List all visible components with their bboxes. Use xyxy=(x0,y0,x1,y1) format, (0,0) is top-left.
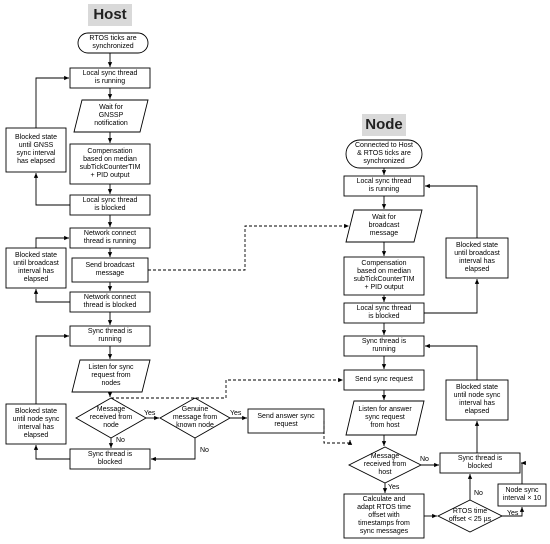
conn-host-9 xyxy=(33,289,70,303)
node-header: Node xyxy=(362,114,406,136)
edge-label-yes: Yes xyxy=(507,510,519,517)
host-listen: Listen for sync request from nodes xyxy=(88,364,134,387)
node-local-blocked: Local sync thread is blocked xyxy=(356,305,412,320)
host-blocked-node-interval-box xyxy=(5,403,67,445)
host-start-shape xyxy=(77,32,149,54)
conn-node-13 xyxy=(521,460,526,484)
conn-host-4 xyxy=(33,173,70,206)
node-interval-x10: Node sync interval × 10 xyxy=(502,487,542,502)
msg-sync-request xyxy=(111,377,343,399)
node-local-running: Local sync thread is running xyxy=(356,178,412,193)
host-send-answer: Send answer sync request xyxy=(257,413,315,428)
host-blocked-broadcast: Blocked state until broadcast interval h… xyxy=(13,252,59,283)
host-sync-blocked: Sync thread is blocked xyxy=(87,451,133,466)
host-net-running: Network connect thread is running xyxy=(83,230,137,245)
node-compensation: Compensation based on median subTickCoun… xyxy=(353,260,415,291)
node-blocked-node-interval: Blocked state until node sync interval h… xyxy=(453,384,501,415)
node-rtos-offset: RTOS time offset < 25 µs xyxy=(448,508,492,523)
edge-label-no: No xyxy=(200,447,209,454)
node-wait-broadcast: Wait for broadcast message xyxy=(368,214,400,237)
host-net-blocked: Network connect thread is blocked xyxy=(83,294,137,309)
host-blocked-gnss-box xyxy=(5,127,67,173)
node-calculate-box xyxy=(343,493,425,539)
edge-label-no: No xyxy=(420,456,429,463)
host-blocked-node-interval: Blocked state until node sync interval h… xyxy=(12,408,60,439)
node-wait-broadcast-shape xyxy=(345,209,423,243)
host-compensation: Compensation based on median subTickCoun… xyxy=(79,148,141,179)
host-start-terminal: RTOS ticks are synchronized xyxy=(89,35,137,50)
conn-node-5 xyxy=(425,183,478,238)
conn-node-15 xyxy=(425,343,478,380)
host-local-running: Local sync thread is running xyxy=(82,70,138,85)
edge-label-no: No xyxy=(474,490,483,497)
host-wait-gnss-shape xyxy=(73,99,149,133)
host-send-broadcast: Send broadcast message xyxy=(85,262,135,277)
host-msg-received: Message received from node xyxy=(89,406,133,429)
host-wait-gnss: Wait for GNSSP notification xyxy=(94,104,128,127)
conn-host-14 xyxy=(33,445,70,460)
host-sync-running: Sync thread is running xyxy=(87,328,133,343)
node-calculate: Calculate and adapt RTOS time offset wit… xyxy=(357,496,411,535)
conn-host-15 xyxy=(35,333,69,404)
node-sync-running: Sync thread is running xyxy=(361,338,407,353)
node-sync-blocked-box xyxy=(439,452,521,474)
conn-node-4 xyxy=(424,279,480,314)
host-blocked-gnss: Blocked state until GNSS sync interval h… xyxy=(14,134,58,165)
host-genuine: Genuine message from known node xyxy=(172,406,218,429)
host-send-broadcast-box xyxy=(71,257,149,283)
edge-label-no: No xyxy=(116,437,125,444)
host-header: Host xyxy=(88,4,132,26)
node-sync-blocked: Sync thread is blocked xyxy=(457,455,503,470)
node-msg-received: Message received from host xyxy=(363,453,407,476)
msg-broadcast xyxy=(148,223,349,271)
node-blocked-broadcast-box xyxy=(445,237,509,279)
node-send-request: Send sync request xyxy=(355,376,413,383)
conn-host-5 xyxy=(35,75,69,128)
edge-label-yes: Yes xyxy=(144,410,156,417)
node-listen-answer-shape xyxy=(345,400,425,436)
edge-label-yes: Yes xyxy=(230,410,242,417)
node-rtos-offset-diamond xyxy=(436,499,504,533)
node-start-terminal: Connected to Host & RTOS ticks are synch… xyxy=(355,142,413,165)
msg-answer xyxy=(323,421,353,445)
host-local-blocked: Local sync thread is blocked xyxy=(82,197,138,212)
conn-host-no-2 xyxy=(151,438,196,462)
conn-host-10 xyxy=(35,235,69,248)
host-compensation-box xyxy=(69,143,151,185)
host-listen-shape xyxy=(71,359,151,393)
node-blocked-node-interval-box xyxy=(445,379,509,421)
host-blocked-broadcast-box xyxy=(5,247,67,289)
node-listen-answer: Listen for answer sync request from host xyxy=(358,406,412,429)
node-blocked-broadcast: Blocked state until broadcast interval h… xyxy=(454,242,500,273)
node-compensation-box xyxy=(343,256,425,296)
edge-label-yes: Yes xyxy=(388,484,400,491)
conn-node-12 xyxy=(502,507,525,517)
